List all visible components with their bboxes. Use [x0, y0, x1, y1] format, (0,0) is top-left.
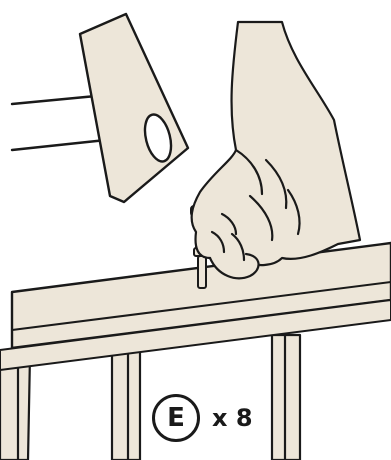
- part-id-badge: E: [152, 394, 200, 442]
- part-callout: E x 8: [152, 392, 253, 444]
- hammer-icon: [12, 14, 188, 202]
- part-quantity: x 8: [212, 404, 253, 432]
- part-letter: E: [167, 405, 185, 431]
- hand-icon: [192, 22, 360, 278]
